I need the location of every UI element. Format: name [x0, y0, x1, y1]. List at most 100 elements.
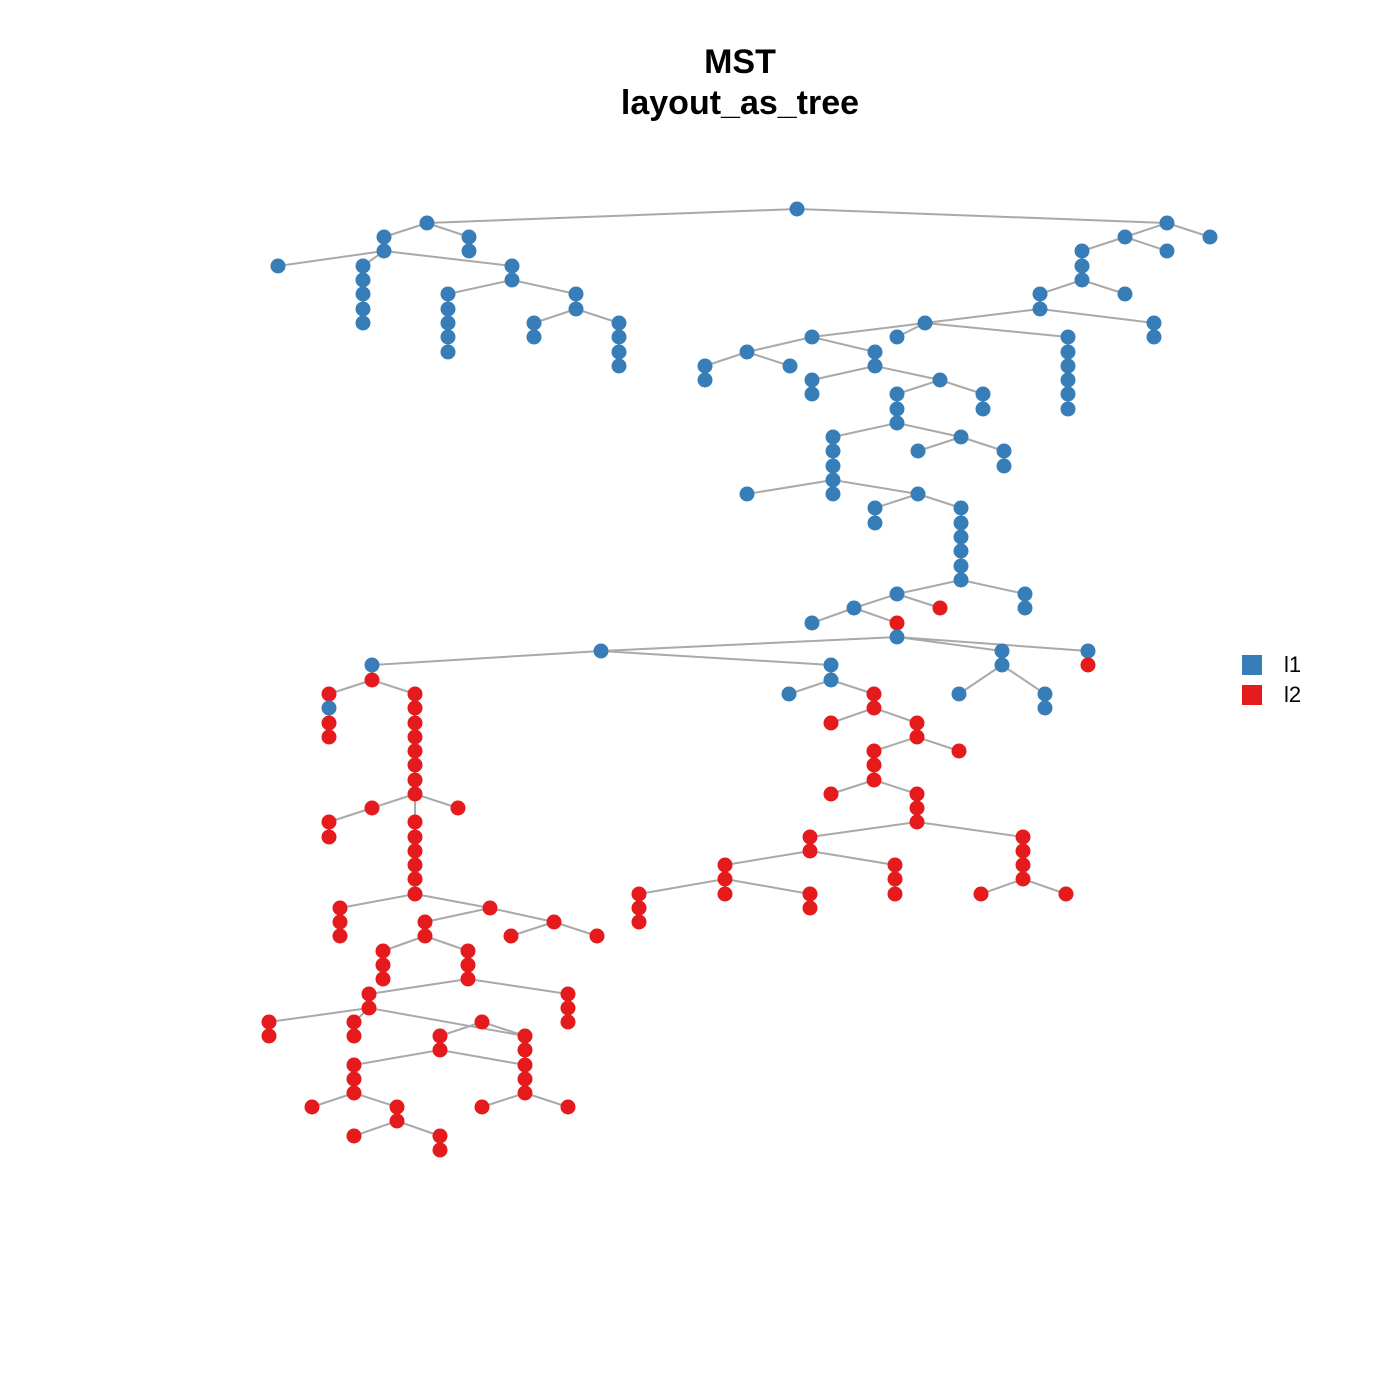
tree-node-l2	[631, 886, 647, 902]
tree-node-l2	[332, 928, 348, 944]
tree-node-l1	[611, 358, 627, 374]
chart-title: MST	[704, 43, 776, 81]
tree-node-l2	[346, 1028, 362, 1044]
tree-node-l2	[407, 772, 423, 788]
tree-edge	[439, 1049, 526, 1066]
tree-edge	[339, 893, 416, 909]
tree-node-l2	[517, 1028, 533, 1044]
tree-edge	[575, 308, 620, 324]
tree-edge	[383, 250, 513, 267]
tree-edge	[874, 365, 941, 381]
tree-edge	[809, 821, 918, 838]
tree-node-l2	[482, 900, 498, 916]
tree-edge	[353, 1092, 398, 1108]
tree-edge	[328, 679, 373, 695]
tree-edge	[1166, 222, 1211, 238]
tree-edge	[481, 1092, 526, 1108]
tree-node-l2	[417, 928, 433, 944]
tree-edge	[917, 436, 962, 452]
tree-node-l1	[975, 386, 991, 402]
tree-edge	[426, 208, 798, 224]
tree-node-l1	[1037, 700, 1053, 716]
tree-node-l1	[846, 600, 862, 616]
tree-node-l1	[1060, 401, 1076, 417]
tree-edge	[830, 779, 875, 795]
tree-node-l2	[932, 600, 948, 616]
tree-edge	[414, 893, 491, 909]
tree-node-l1	[611, 329, 627, 345]
tree-node-l1	[825, 472, 841, 488]
tree-node-l1	[825, 486, 841, 502]
tree-node-l1	[917, 315, 933, 331]
tree-node-l1	[889, 586, 905, 602]
tree-node-l2	[631, 914, 647, 930]
tree-node-l1	[953, 543, 969, 559]
tree-node-l1	[1060, 386, 1076, 402]
tree-node-l2	[560, 1000, 576, 1016]
tree-node-l1	[321, 700, 337, 716]
tree-node-l1	[355, 315, 371, 331]
tree-edge	[811, 322, 926, 338]
tree-edge	[467, 978, 569, 995]
tree-node-l2	[866, 700, 882, 716]
tree-edge	[371, 793, 416, 809]
tree-node-l1	[461, 229, 477, 245]
tree-node-l1	[440, 286, 456, 302]
tree-edge	[414, 793, 459, 809]
tree-node-l2	[802, 829, 818, 845]
tree-node-l2	[361, 986, 377, 1002]
tree-edge	[268, 1007, 370, 1023]
tree-node-l1	[996, 443, 1012, 459]
tree-node-l1	[376, 229, 392, 245]
tree-node-l1	[910, 443, 926, 459]
tree-node-l2	[909, 715, 925, 731]
tree-node-l1	[1017, 586, 1033, 602]
tree-node-l2	[261, 1014, 277, 1030]
tree-node-l2	[717, 857, 733, 873]
tree-node-l1	[504, 258, 520, 274]
tree-node-l1	[953, 429, 969, 445]
tree-node-l2	[717, 871, 733, 887]
tree-node-l1	[440, 344, 456, 360]
tree-node-l2	[407, 715, 423, 731]
tree-node-l2	[460, 971, 476, 987]
tree-edge	[874, 493, 919, 509]
tree-edge	[924, 308, 1041, 324]
tree-edge	[896, 579, 962, 595]
graph-nodes	[261, 201, 1218, 1158]
tree-node-l2	[364, 800, 380, 816]
tree-node-l1	[804, 372, 820, 388]
tree-node-l2	[866, 743, 882, 759]
tree-node-l1	[1032, 286, 1048, 302]
tree-node-l1	[823, 672, 839, 688]
tree-node-l1	[994, 657, 1010, 673]
legend-item-l1: l1	[1242, 652, 1301, 677]
tree-node-l2	[346, 1128, 362, 1144]
tree-node-l2	[321, 715, 337, 731]
tree-node-l2	[717, 886, 733, 902]
tree-edge	[724, 850, 811, 866]
tree-node-l2	[589, 928, 605, 944]
tree-edge	[353, 1049, 441, 1066]
tree-node-l2	[951, 743, 967, 759]
tree-node-l1	[1146, 315, 1162, 331]
tree-node-l2	[346, 1085, 362, 1101]
tree-node-l1	[355, 272, 371, 288]
tree-node-l1	[593, 643, 609, 659]
tree-node-l2	[407, 829, 423, 845]
tree-node-l2	[887, 886, 903, 902]
tree-node-l1	[355, 301, 371, 317]
legend-swatch-l2	[1242, 685, 1262, 705]
tree-node-l2	[407, 743, 423, 759]
tree-node-l1	[1117, 229, 1133, 245]
tree-edge	[600, 650, 832, 666]
tree-node-l2	[909, 729, 925, 745]
tree-node-l2	[1058, 886, 1074, 902]
tree-edge	[960, 579, 1026, 595]
tree-edge	[873, 707, 918, 724]
tree-node-l2	[332, 900, 348, 916]
tree-node-l1	[953, 529, 969, 545]
tree-node-l2	[866, 772, 882, 788]
tree-node-l1	[867, 344, 883, 360]
tree-node-l1	[953, 515, 969, 531]
